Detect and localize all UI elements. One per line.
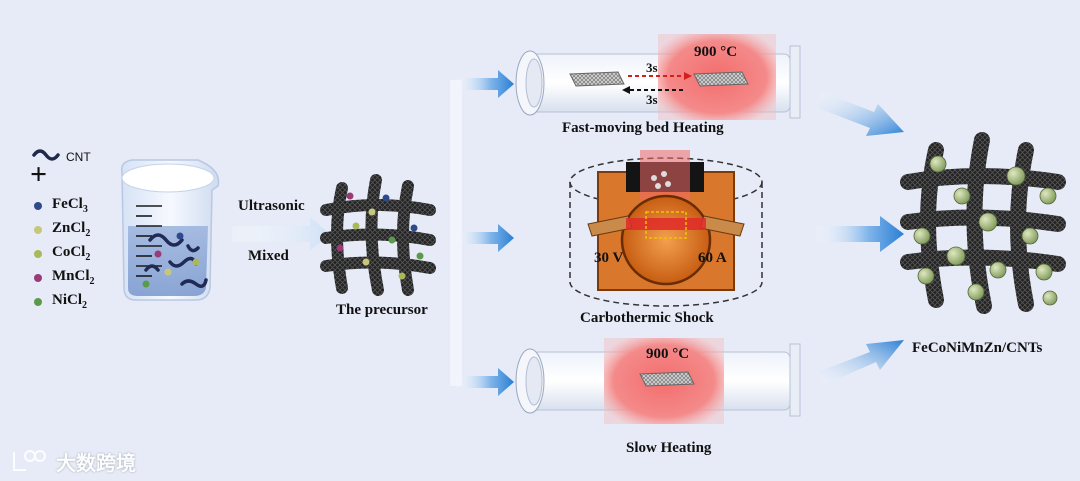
reagent-cocl2: CoCl2 xyxy=(34,244,90,263)
precursor-cnt-grid xyxy=(326,180,430,290)
fecl3-dot xyxy=(34,202,42,210)
shock-voltage: 30 V xyxy=(594,250,623,267)
fast-heating-tube xyxy=(516,34,800,120)
reagent-label: FeCl3 xyxy=(52,196,88,215)
reagent-label: CoCl2 xyxy=(52,244,90,263)
product-cnt-grid xyxy=(908,140,1058,306)
mixed-label: Mixed xyxy=(248,248,289,265)
arrow-slow-to-product xyxy=(818,340,904,386)
beaker xyxy=(122,160,219,300)
slow-route-label: Slow Heating xyxy=(626,440,711,457)
product-label: FeCoNiMnZn/CNTs xyxy=(912,340,1042,357)
cocl2-dot xyxy=(34,250,42,258)
subscript: 3 xyxy=(83,204,88,215)
subscript: 2 xyxy=(85,228,90,239)
fast-time-back: 3s xyxy=(646,92,658,108)
arrow-to-fast xyxy=(456,70,514,98)
shock-current: 60 A xyxy=(698,250,727,267)
fast-route-label: Fast-moving bed Heating xyxy=(562,120,724,137)
ultrasonic-label: Ultrasonic xyxy=(238,198,305,215)
slow-temperature: 900 °C xyxy=(646,346,689,363)
plus-sign: + xyxy=(30,160,47,190)
mncl2-dot xyxy=(34,274,42,282)
reagent-label: ZnCl2 xyxy=(52,220,90,239)
reagent-mncl2: MnCl2 xyxy=(34,268,95,287)
mixing-arrow xyxy=(232,217,330,251)
fast-time-forward: 3s xyxy=(646,60,658,76)
reagent-zncl2: ZnCl2 xyxy=(34,220,90,239)
watermark-text: 大数跨境 xyxy=(56,447,136,476)
carbothermic-shock-apparatus xyxy=(570,150,762,306)
subscript: 2 xyxy=(82,300,87,311)
precursor-label: The precursor xyxy=(336,302,428,319)
fast-temperature: 900 °C xyxy=(694,44,737,61)
arrow-shock-to-product xyxy=(816,216,904,252)
nicl2-dot xyxy=(34,298,42,306)
subscript: 2 xyxy=(85,252,90,263)
shock-route-label: Carbothermic Shock xyxy=(580,310,714,327)
watermark-logo-icon xyxy=(14,451,45,470)
arrow-to-slow xyxy=(456,368,514,396)
cnt-label: CNT xyxy=(66,150,91,164)
arrow-fast-to-product xyxy=(818,92,904,136)
zncl2-dot xyxy=(34,226,42,234)
reagent-label: NiCl2 xyxy=(52,292,87,311)
reagent-label: MnCl2 xyxy=(52,268,95,287)
subscript: 2 xyxy=(90,276,95,287)
reagent-fecl3: FeCl3 xyxy=(34,196,88,215)
reagent-nicl2: NiCl2 xyxy=(34,292,87,311)
arrow-to-shock xyxy=(456,224,514,252)
